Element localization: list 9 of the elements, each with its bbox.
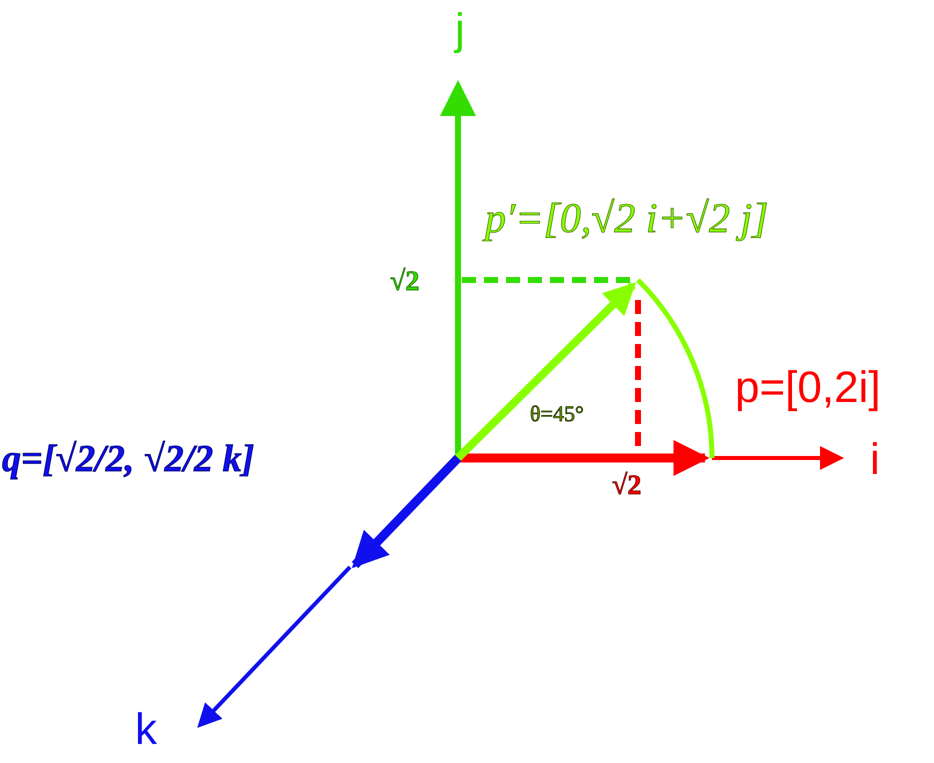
value-label: √2 [390,268,420,296]
axis-label: i [870,438,880,482]
axis-label: j [455,8,465,52]
axis-label: k [135,708,157,752]
vector-formula: p=[0,2i] [735,366,881,410]
vector-formula: p′=[0,√2 i+√2 j] [485,198,768,240]
value-label: √2 [612,472,642,500]
quaternion-formula: q=[√2/2, √2/2 k] [2,440,254,478]
angle-label: θ=45° [530,403,584,425]
